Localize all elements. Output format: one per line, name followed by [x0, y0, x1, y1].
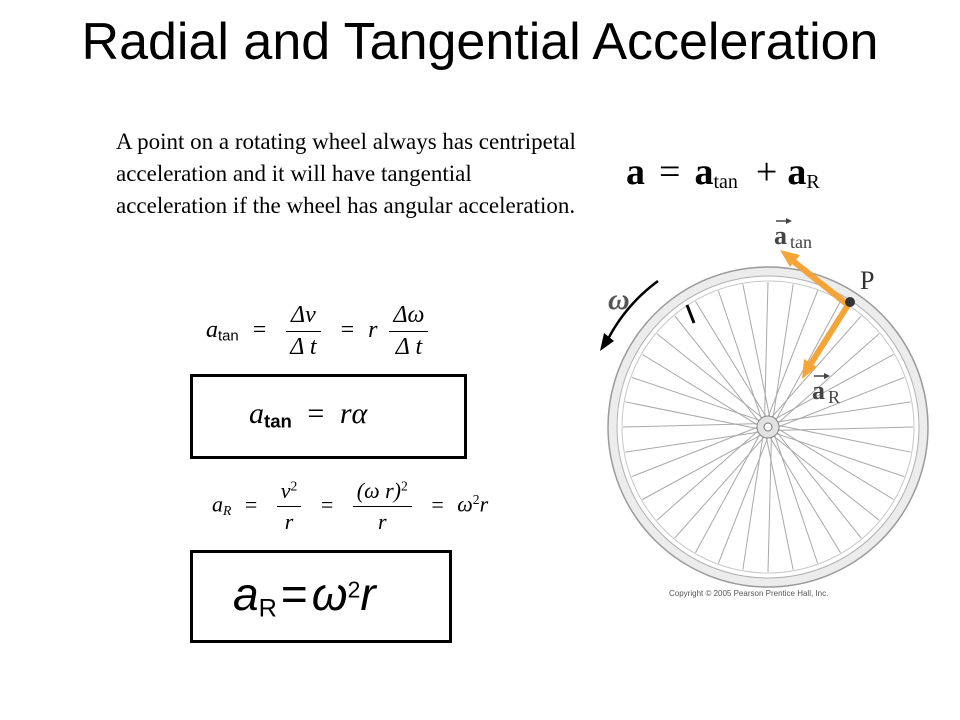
wheel-axle	[763, 422, 773, 432]
box2-r: r	[360, 568, 376, 620]
wheel-spoke	[767, 290, 819, 418]
eq1-equals: =	[252, 317, 267, 344]
eq1-frac1-den: Δ t	[290, 334, 317, 360]
box1-equals: =	[307, 397, 325, 430]
eq2-lhs-sub: R	[223, 502, 232, 518]
eq1-frac1-num: Δv	[291, 302, 316, 328]
eq2-f2-den: r	[378, 509, 387, 534]
eq2-f1-v: v	[280, 478, 291, 503]
eq2-equals-3: =	[431, 491, 444, 517]
box2-lhs-var: a	[233, 568, 259, 620]
wheel	[607, 266, 929, 588]
eq2-f1-den: r	[284, 509, 294, 534]
eq2-equals: =	[244, 491, 258, 517]
wheel-spoke	[776, 431, 862, 539]
box1-rhs: rα	[339, 397, 368, 430]
tangential-acceleration-box: atan = rα	[190, 374, 467, 459]
rotation-arrow-arc	[604, 279, 659, 344]
tangential-arrow-shaft	[791, 258, 850, 308]
point-p-label: P	[860, 266, 874, 295]
vector-sum-equation: a=atan+aR	[626, 150, 820, 194]
wheel-spoke	[642, 434, 762, 500]
wheel-spoke	[625, 401, 759, 430]
wheel-spoke	[767, 436, 772, 573]
eq2-f1-exp: 2	[290, 478, 298, 494]
eq2-lhs-var: a	[212, 491, 223, 517]
box1-lhs-var: a	[249, 397, 264, 430]
eq2-rhs-r: r	[479, 491, 489, 517]
rotation-arrow-head	[600, 333, 614, 351]
wheel-spoke	[773, 434, 819, 564]
wheel-spoke	[764, 281, 769, 418]
eq1-fraction-1: Δv Δ t	[286, 302, 321, 361]
a-tan-vector-arrowhead	[786, 218, 792, 224]
radial-acceleration-box: aR=ω2r	[190, 550, 452, 643]
eq2-rhs-exp: 2	[472, 492, 480, 508]
box2-exp: 2	[347, 576, 361, 603]
a-r-vector-arrowhead	[824, 373, 830, 379]
box2-equals: =	[280, 568, 308, 620]
a-r-label: a	[812, 376, 825, 405]
eq1-lhs-var: a	[206, 317, 218, 344]
tangential-arrow-head	[780, 250, 800, 267]
box2-omega: ω	[311, 568, 348, 620]
eq1-frac2-num: Δω	[393, 302, 425, 328]
wheel-spoke	[774, 354, 894, 420]
wheel-spoke	[674, 436, 765, 539]
copyright-notice: Copyright © 2005 Pearson Prentice Hall, …	[669, 589, 829, 598]
eq2-fraction-1: v2 r	[276, 478, 302, 535]
wheel-spoke	[625, 431, 760, 453]
radial-arrow-head	[802, 359, 817, 379]
wheel-spoke	[777, 424, 911, 453]
tangential-acceleration-derivation: atan = Δv Δ t = r Δω Δ t	[206, 302, 434, 361]
body-paragraph: A point on a rotating wheel always has c…	[116, 129, 576, 218]
subscript-r: R	[806, 171, 820, 193]
plus-sign: +	[755, 151, 778, 193]
wheel-spoke	[717, 436, 769, 564]
wheel-spoke	[776, 401, 911, 423]
eq2-rhs-omega: ω	[457, 491, 473, 517]
eq1-lhs-sub: tan	[218, 328, 239, 345]
vector-a-tan: a	[694, 151, 714, 193]
eq1-equals-2: =	[340, 317, 355, 344]
rotating-wheel-figure: ω P a tan a R	[600, 218, 929, 588]
wheel-spoke	[674, 315, 760, 423]
a-r-subscript: R	[828, 387, 840, 407]
box1-lhs-sub: tan	[264, 410, 292, 432]
eq1-fraction-2: Δω Δ t	[389, 302, 429, 361]
a-tan-subscript: tan	[790, 232, 812, 252]
radial-arrow-shaft	[807, 303, 851, 367]
subscript-tan: tan	[713, 171, 738, 193]
box2-lhs-sub: R	[258, 594, 277, 623]
slide-title: Radial and Tangential Acceleration	[81, 13, 879, 71]
reference-mark	[685, 304, 696, 324]
point-p-marker	[845, 297, 855, 307]
wheel-spoke	[717, 290, 763, 420]
eq2-f2-exp: 2	[401, 478, 408, 494]
wheel-spoke	[642, 354, 759, 426]
eq1-r: r	[368, 317, 378, 344]
vector-a-r: a	[787, 151, 807, 193]
eq1-frac2-den: Δ t	[395, 334, 423, 360]
eq2-f2-num: (ω r)	[356, 478, 401, 503]
equals-sign: =	[659, 151, 681, 193]
wheel-spokes	[622, 281, 914, 573]
wheel-spoke	[777, 428, 894, 500]
a-tan-label: a	[774, 221, 787, 250]
eq2-equals-2: =	[320, 491, 334, 517]
vector-a: a	[626, 151, 645, 193]
omega-label: ω	[608, 283, 630, 316]
